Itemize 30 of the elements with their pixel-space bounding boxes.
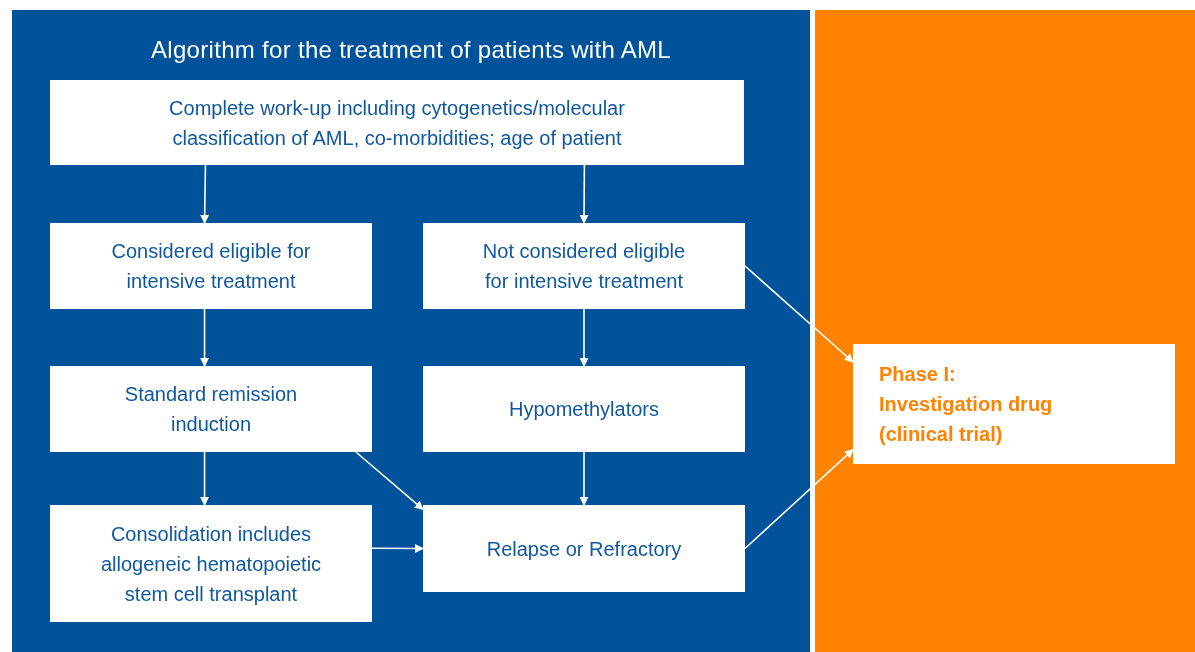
arrow — [200, 308, 210, 367]
arrow — [200, 451, 210, 506]
arrow — [371, 543, 424, 553]
panel-background — [12, 10, 810, 652]
box-text: Investigation drug (clinical trial) — [879, 392, 1054, 447]
box-text: Consolidation includes allogeneic hematopoietic stem cell transplant — [99, 521, 323, 607]
box-text: Phase I: — [879, 362, 957, 387]
arrow — [200, 164, 210, 224]
process-box — [423, 223, 745, 309]
panel-background — [815, 10, 1195, 652]
box-text: Relapse or Refractory — [486, 536, 682, 562]
box-text: Hypomethylators — [508, 397, 660, 422]
box-text: Not considered eligible for intensive treatment — [481, 239, 687, 294]
process-box — [50, 223, 372, 309]
box-text: Standard remission induction — [123, 382, 299, 437]
arrow — [579, 451, 589, 506]
box-text: Complete work-up including cytogenetics/molecular classification of AML, co-morbidities; age of patient — [168, 95, 626, 151]
process-box — [50, 80, 744, 165]
trial-box — [853, 344, 1175, 464]
box-text: Considered eligible for intensive treatment — [110, 239, 312, 294]
arrow — [744, 265, 854, 363]
process-box — [423, 366, 745, 452]
process-box — [50, 366, 372, 452]
arrow — [579, 308, 589, 367]
process-box — [423, 505, 745, 592]
process-box — [50, 505, 372, 622]
arrow — [579, 164, 589, 224]
panel-heading: Algorithm for the treatment of patients with AML — [150, 36, 672, 64]
arrow — [355, 451, 424, 511]
arrow — [744, 448, 854, 550]
